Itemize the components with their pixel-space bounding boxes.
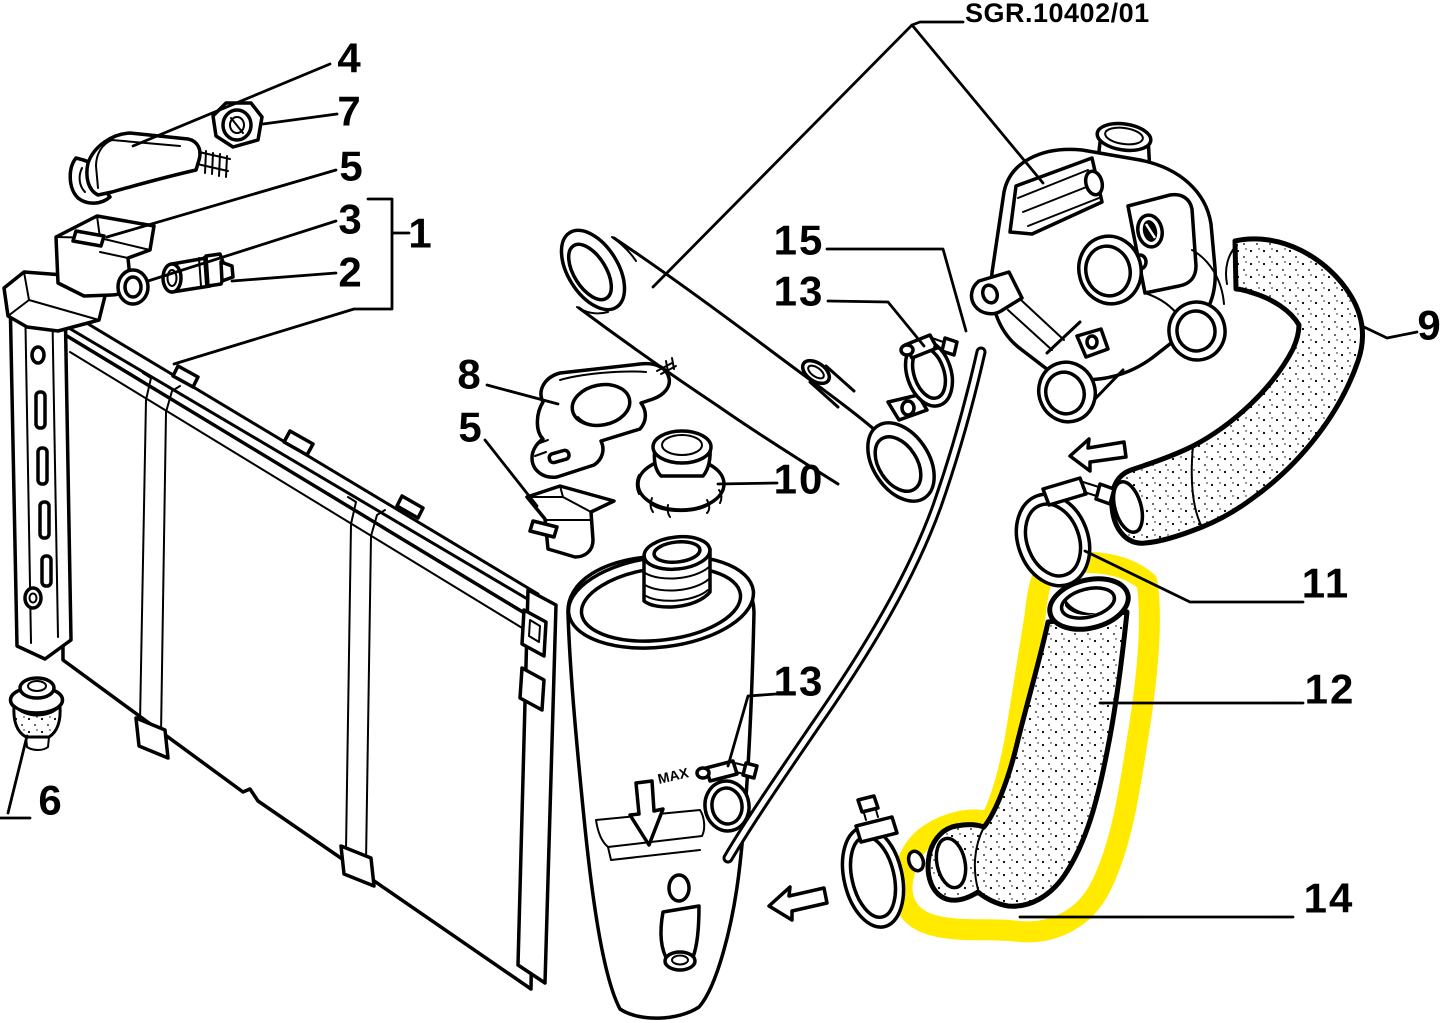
tank-filler-neck (642, 534, 712, 609)
callout-12: 12 (1305, 666, 1356, 713)
max-level-arrow-icon (628, 779, 665, 847)
flow-arrow-upper-icon (1068, 437, 1128, 473)
radiator-cap (635, 429, 726, 518)
rubber-mount-6 (8, 676, 65, 751)
radiator-left-member (8, 280, 73, 661)
callout-9: 9 (1417, 302, 1442, 349)
bracket-4 (68, 131, 231, 205)
callout-3: 3 (338, 196, 363, 243)
callout-13: 13 (774, 268, 825, 315)
callout-15: 15 (774, 217, 825, 264)
callout-4: 4 (337, 35, 362, 82)
expansion-tank: MAX (566, 534, 756, 1020)
callout-10: 10 (774, 456, 825, 503)
hose-9 (1109, 236, 1365, 546)
callout-5: 5 (458, 404, 483, 451)
callout-14: 14 (1304, 875, 1355, 922)
flow-arrow-lower-icon (767, 885, 829, 922)
radiator (2, 270, 558, 991)
pipe-stub (800, 358, 856, 409)
radiator-strap-left (134, 372, 181, 760)
washer-3 (116, 268, 150, 306)
callout-7: 7 (337, 88, 362, 135)
bracket-4-stud (196, 150, 231, 178)
leader-lines (0, 20, 1419, 919)
group-bracket-1 (172, 197, 411, 366)
sgr-leader (651, 20, 1045, 289)
callout-1: 1 (408, 210, 433, 257)
tank-stub (667, 873, 691, 903)
hose-12-highlighted (906, 576, 1131, 909)
radiator-right-member (516, 588, 558, 985)
hose-12-end-opening (934, 836, 968, 890)
callout-5: 5 (339, 143, 364, 190)
callout-11: 11 (1302, 560, 1350, 607)
clamp-11 (1014, 476, 1116, 588)
water-pipe (559, 228, 936, 503)
bracket-5-lower (525, 484, 616, 559)
tank-max-label: MAX (656, 764, 691, 787)
callout-6: 6 (38, 777, 63, 824)
callout-2: 2 (338, 249, 363, 296)
overflow-hose-15 (722, 346, 987, 864)
clamp-14 (840, 794, 906, 929)
radiator-strap-right (339, 496, 386, 888)
nut-7 (211, 101, 264, 149)
callout-8: 8 (457, 351, 482, 398)
bracket-8 (530, 357, 677, 479)
sgr-code-label: SGR.10402/01 (965, 0, 1150, 28)
clamp-13-lower (695, 759, 759, 833)
clamp-13-upper (899, 333, 959, 408)
callout-13: 13 (774, 658, 825, 705)
thermostat-housing (969, 121, 1227, 424)
tank-outlet (659, 904, 701, 972)
highlight-ring (891, 551, 1160, 943)
